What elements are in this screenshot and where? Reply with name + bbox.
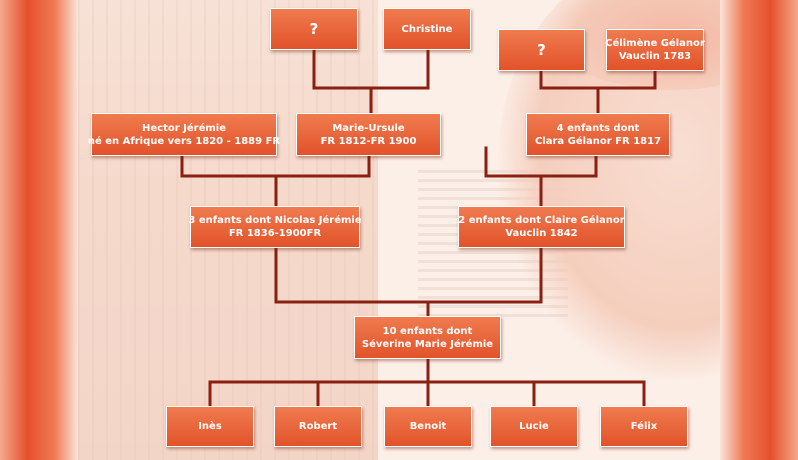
node-clara-line-1: 4 enfants dont — [556, 122, 640, 134]
node-claire-line-2: Vauclin 1842 — [505, 228, 578, 239]
node-celimene-line-2: Vauclin 1783 — [618, 51, 692, 62]
node-ines[interactable]: Inès — [166, 406, 254, 447]
connector-hector-marie-ursule — [180, 154, 371, 178]
connector-unknown2-celimene — [539, 69, 657, 90]
node-felix[interactable]: Félix — [600, 406, 688, 447]
node-celimene-line-1: Célimène Gélanor — [605, 38, 705, 49]
node-clara-line-2: Clara Gélanor FR 1817 — [534, 135, 662, 147]
node-nicolas[interactable]: 3 enfants dont Nicolas Jérémie FR 1836-1… — [188, 206, 362, 248]
node-hector-line-2: né en Afrique vers 1820 - 1889 FR — [87, 135, 281, 147]
node-nicolas-line-1: 3 enfants dont Nicolas Jérémie — [188, 215, 362, 226]
node-claire[interactable]: 2 enfants dont Claire Gélanor Vauclin 18… — [458, 206, 625, 248]
connector-unknown1-christine — [312, 48, 430, 90]
node-robert-line-1: Robert — [298, 421, 338, 432]
node-benoit[interactable]: Benoit — [384, 406, 472, 447]
node-unknown-parent-2[interactable]: ? — [498, 29, 585, 71]
node-claire-line-1: 2 enfants dont Claire Gélanor — [458, 215, 625, 226]
node-nicolas-line-2: FR 1836-1900FR — [228, 228, 322, 239]
node-lucie[interactable]: Lucie — [490, 406, 578, 447]
node-unknown-parent-1[interactable]: ? — [270, 8, 358, 50]
node-christine-line-1: Christine — [401, 23, 453, 35]
left-border — [0, 0, 78, 460]
node-severine-line-2: Séverine Marie Jérémie — [361, 338, 494, 350]
node-christine[interactable]: Christine — [383, 8, 471, 50]
node-clara[interactable]: 4 enfants dont Clara Gélanor FR 1817 — [526, 113, 670, 156]
node-unknown-parent-1-line-1: ? — [309, 19, 319, 38]
node-marie-ursule[interactable]: Marie-Ursule FR 1812-FR 1900 — [296, 113, 441, 156]
node-unknown-parent-2-line-1: ? — [537, 40, 546, 59]
node-hector[interactable]: Hector Jérémie né en Afrique vers 1820 -… — [87, 113, 281, 156]
node-lucie-line-1: Lucie — [519, 421, 549, 432]
node-robert[interactable]: Robert — [274, 406, 362, 447]
right-border — [720, 0, 798, 460]
connector-nicolas-claire — [274, 246, 543, 304]
node-severine[interactable]: 10 enfants dont Séverine Marie Jérémie — [354, 316, 501, 359]
node-benoit-line-1: Benoit — [409, 421, 447, 432]
node-marie-ursule-line-2: FR 1812-FR 1900 — [320, 135, 417, 147]
node-celimene[interactable]: Célimène Gélanor Vauclin 1783 — [605, 29, 705, 71]
node-hector-line-1: Hector Jérémie — [142, 122, 226, 134]
node-severine-line-1: 10 enfants dont — [382, 325, 473, 337]
node-felix-line-1: Félix — [630, 421, 658, 432]
node-marie-ursule-line-1: Marie-Ursule — [332, 122, 405, 134]
node-ines-line-1: Inès — [198, 421, 222, 432]
